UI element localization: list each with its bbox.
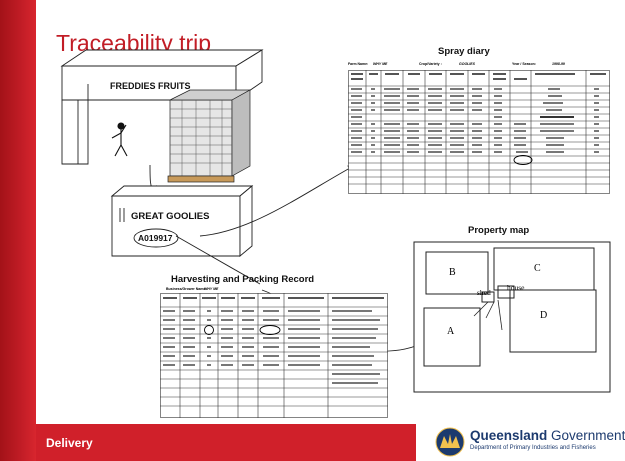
spray-year-label: Year / Season: [512, 62, 536, 66]
property-map-illustration [413, 241, 611, 393]
pallet-stack-icon [167, 89, 252, 183]
queensland-government-logo: Queensland Government Department of Prim… [434, 426, 625, 458]
spray-farm-label: Farm Name: [348, 62, 369, 66]
spray-diary-title: Spray diary [438, 46, 490, 57]
block-a-label: A [447, 326, 455, 337]
harvest-record-scribbles [163, 297, 384, 299]
left-accent-bar [0, 0, 36, 461]
block-d-label: D [540, 310, 548, 321]
government-name: Queensland Government [470, 428, 625, 443]
spray-diary-table [348, 70, 610, 194]
block-b-label: B [449, 267, 456, 278]
bin-label: GREAT GOOLIES [131, 211, 210, 222]
worker-figure-icon [111, 122, 128, 157]
shed-label: shed [477, 288, 491, 297]
harvest-record-title: Harvesting and Packing Record [171, 274, 315, 285]
spray-diary-scribbles [351, 73, 606, 80]
bin-box-illustration [110, 185, 254, 257]
footer-label: Delivery [46, 436, 93, 450]
bin-code: A019917 [138, 233, 173, 243]
block-c-label: C [534, 263, 541, 274]
spray-crop-value: GOOLIES [459, 62, 475, 66]
spray-year-value: 1998-99 [552, 62, 565, 66]
coat-of-arms-icon [435, 427, 465, 457]
house-label: house [507, 283, 525, 292]
truck-label: FREDDIES FRUITS [110, 81, 191, 91]
spray-crop-label: Crop/Variety : [419, 62, 442, 66]
government-name-rest: Government [547, 428, 625, 443]
harvest-grower-label: Business/Grower Name: [166, 287, 207, 291]
harvest-grower-value: WHY ME [204, 287, 219, 291]
government-name-bold: Queensland [470, 428, 548, 443]
footer-bar [36, 424, 416, 461]
harvest-record-table [160, 293, 388, 418]
spray-farm-value: WHY ME [373, 62, 388, 66]
department-name: Department of Primary Industries and Fis… [470, 445, 596, 451]
property-map-title: Property map [468, 225, 530, 236]
